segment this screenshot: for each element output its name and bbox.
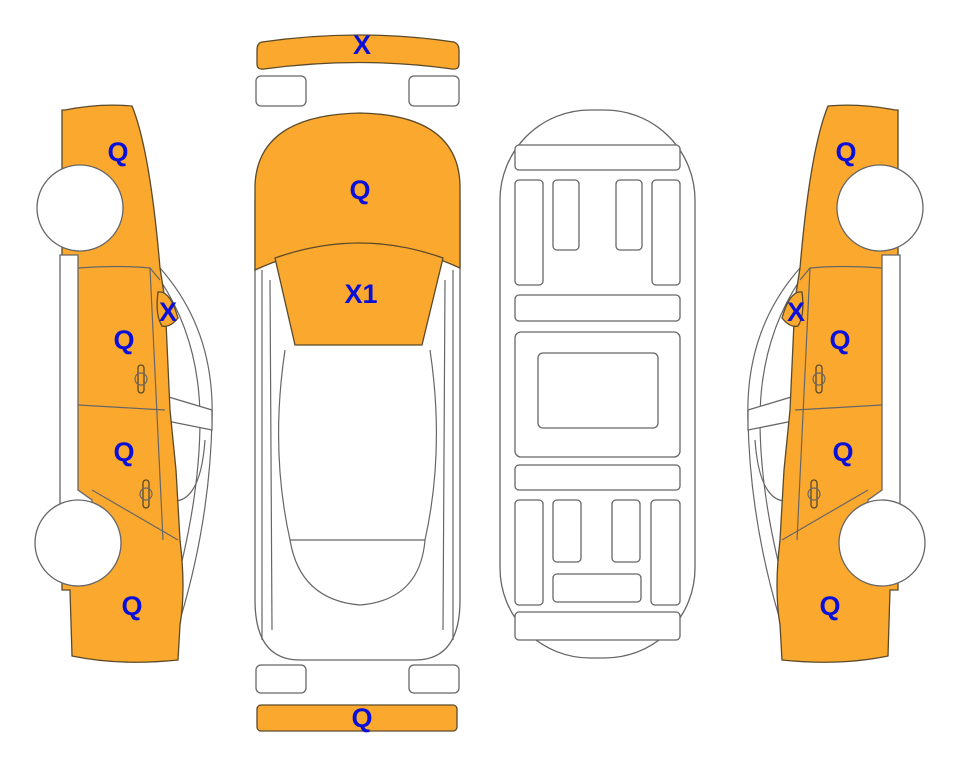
underbody-panel[interactable] bbox=[514, 144, 681, 171]
underbody-panel[interactable] bbox=[514, 464, 681, 491]
front-bumper-part[interactable] bbox=[256, 34, 460, 70]
front-bumper-label: X bbox=[353, 30, 371, 60]
rear-bumper-label: Q bbox=[351, 703, 372, 733]
underbody-panel[interactable] bbox=[611, 499, 641, 563]
top-view-car: X Q X1 Q bbox=[254, 30, 461, 733]
rear-bumper-part[interactable] bbox=[256, 704, 458, 732]
left-mirror-label: X bbox=[159, 297, 177, 327]
right-side-car[interactable]: Q X Q Q Q bbox=[747, 104, 926, 663]
underbody-panel[interactable] bbox=[537, 352, 659, 429]
left-front-fender-label: Q bbox=[107, 137, 128, 167]
underbody-panel[interactable] bbox=[552, 499, 582, 563]
right-front-fender-label: Q bbox=[835, 137, 856, 167]
underbody-panel[interactable] bbox=[514, 499, 544, 606]
left-headlight-part[interactable] bbox=[255, 75, 307, 107]
left-rear-fender-label: Q bbox=[121, 591, 142, 621]
hood-label: Q bbox=[349, 175, 370, 205]
left-front-door-label: Q bbox=[113, 325, 134, 355]
underbody-panel[interactable] bbox=[615, 179, 643, 251]
right-headlight-part[interactable] bbox=[408, 75, 460, 107]
right-rear-fender-label: Q bbox=[819, 591, 840, 621]
right-taillight-part[interactable] bbox=[408, 664, 460, 694]
underbody-panel[interactable] bbox=[651, 179, 681, 286]
right-mirror-label: X bbox=[787, 297, 805, 327]
underbody-panel[interactable] bbox=[514, 294, 681, 322]
underbody-panel[interactable] bbox=[650, 499, 681, 606]
body-side-lines bbox=[261, 270, 454, 640]
left-side-car[interactable]: Q X Q Q Q bbox=[34, 104, 213, 663]
underbody-panel[interactable] bbox=[514, 179, 544, 286]
right-front-door-label: Q bbox=[829, 325, 850, 355]
underbody-panel[interactable] bbox=[552, 179, 580, 251]
roof-outline bbox=[277, 349, 438, 541]
right-rear-door-label: Q bbox=[832, 437, 853, 467]
underbody-panel[interactable] bbox=[552, 573, 642, 603]
left-taillight-part[interactable] bbox=[255, 664, 307, 694]
underbody-view bbox=[499, 109, 696, 659]
windshield-part[interactable] bbox=[274, 242, 444, 346]
left-rear-door-label: Q bbox=[113, 437, 134, 467]
windshield-label: X1 bbox=[344, 279, 377, 309]
rear-window-outline bbox=[289, 539, 426, 606]
underbody-panel[interactable] bbox=[514, 611, 681, 641]
